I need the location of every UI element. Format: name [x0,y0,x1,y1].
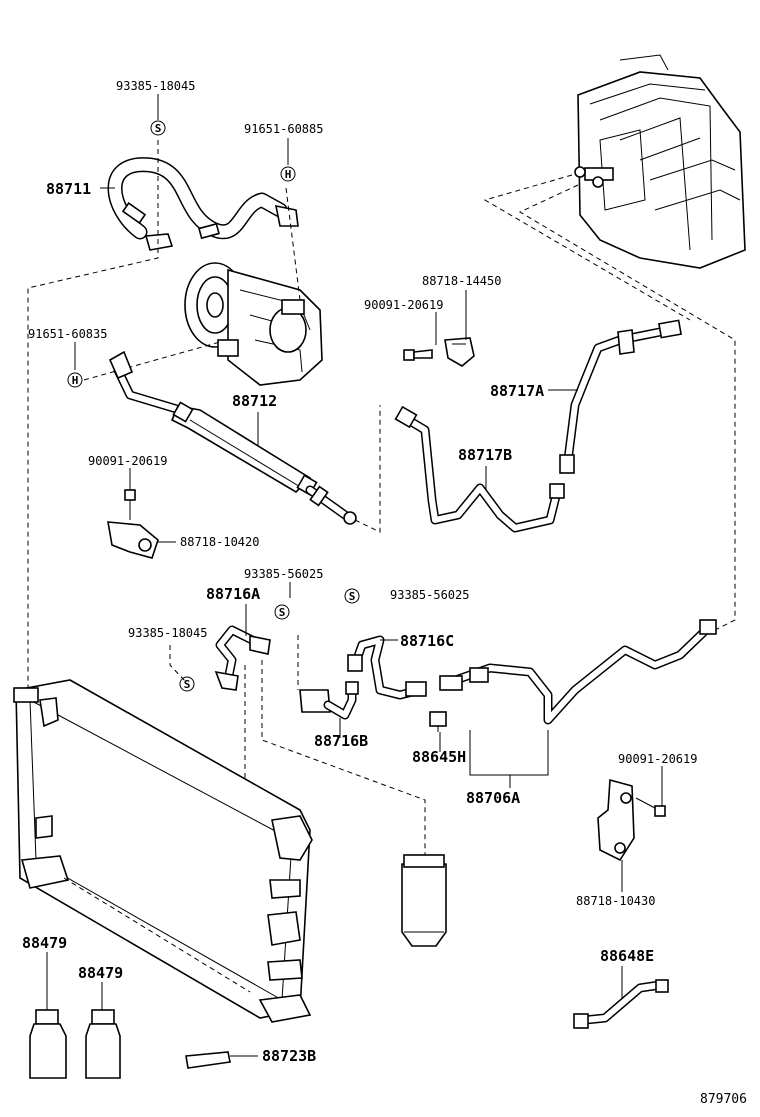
part-number-93385-56025-b: 93385-56025 [390,588,469,602]
pipe-88716C [347,635,427,700]
symbol-s-top: S [150,120,166,136]
receiver-drier [401,854,447,947]
part-number-88648E: 88648E [600,947,654,965]
part-number-91651-60885: 91651-60885 [244,122,323,136]
symbol-s-93385-18045-mid: S [179,676,195,692]
part-number-88711: 88711 [46,180,91,198]
leader-88711-s [27,140,159,690]
part-number-88479-a: 88479 [22,934,67,952]
sensor-88645H [429,711,447,732]
svg-text:S: S [279,606,286,619]
part-number-88723B: 88723B [262,1047,316,1065]
leader-condenser-bottom [63,877,251,993]
svg-text:H: H [285,168,292,181]
part-number-93385-56025-a: 93385-56025 [244,567,323,581]
suction-hose-88711 [107,157,299,251]
leader-ac-unit [483,174,691,321]
part-number-91651-60835: 91651-60835 [28,327,107,341]
condenser-drawing [13,679,313,1023]
part-number-90091-20619-right: 90091-20619 [618,752,697,766]
symbol-h-91651-60885: H [280,166,296,182]
bolt-90091-left [124,478,136,520]
pipe-88716B [299,681,359,720]
part-number-93385-18045-mid: 93385-18045 [128,626,207,640]
svg-text:S: S [184,678,191,691]
bolt-90091-mid [403,349,433,361]
svg-text:H: H [72,374,79,387]
leader-88716A-right [261,660,426,855]
ac-unit-drawing [574,54,746,269]
part-number-88645H: 88645H [412,748,466,766]
label-sticker-88723B [185,1051,231,1069]
clamp-88718-14450 [444,337,475,367]
part-number-88716C: 88716C [400,632,454,650]
figure-number: 879706 [700,1092,747,1107]
part-number-88717B: 88717B [458,446,512,464]
bracket-88718-10430 [597,778,635,862]
discharge-hose-88712 [108,350,357,525]
pipe-88717B [394,405,565,533]
wire-harness-88648E [573,979,669,1029]
part-number-88716A: 88716A [206,585,260,603]
pipe-88716A [214,625,271,691]
part-number-88718-14450: 88718-14450 [422,274,501,288]
part-number-90091-20619-mid: 90091-20619 [364,298,443,312]
bracket-line-88706A [469,730,549,776]
pipe-88717A [559,319,682,474]
svg-text:S: S [349,590,356,603]
part-number-88479-b: 88479 [78,964,123,982]
bracket-88718-10420 [107,521,159,559]
bolt-90091-right [635,797,666,817]
part-number-93385-18045-top: 93385-18045 [116,79,195,93]
part-number-90091-20619-left: 90091-20619 [88,454,167,468]
compressor-drawing [184,262,323,386]
bottle-88479-a [29,1009,67,1079]
part-number-88717A: 88717A [490,382,544,400]
leader-91651-60885 [285,187,301,301]
part-number-88712: 88712 [232,392,277,410]
symbol-h-91651-60835: H [67,372,83,388]
leader-91651-60835 [83,341,221,381]
part-number-88718-10430: 88718-10430 [576,894,655,908]
symbol-s-93385-56025-a: S [274,604,290,620]
svg-text:S: S [155,122,162,135]
part-number-88706A: 88706A [466,789,520,807]
pipe-88706A [439,619,717,725]
part-number-88716B: 88716B [314,732,368,750]
leader-93385-mid [169,645,187,683]
part-number-88718-10420: 88718-10420 [180,535,259,549]
bottle-88479-b [85,1009,121,1079]
leader-88712-end [354,405,381,533]
symbol-s-93385-56025-b: S [344,588,360,604]
